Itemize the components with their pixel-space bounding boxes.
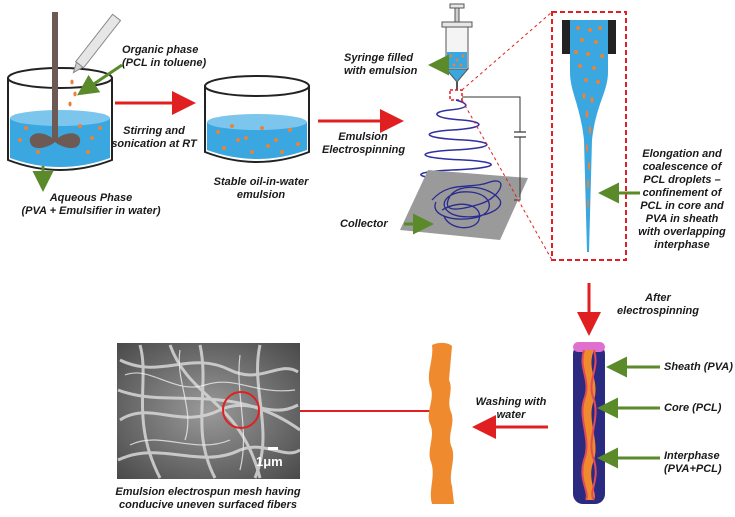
label-core: Core (PCL) bbox=[664, 402, 722, 414]
beaker-stable-emulsion bbox=[204, 75, 310, 163]
core-sheath-fiber bbox=[573, 342, 605, 504]
label-collector: Collector bbox=[340, 218, 388, 230]
beaker-aqueous-phase bbox=[7, 12, 122, 171]
washed-fiber bbox=[428, 342, 454, 504]
taylor-cone-zoom bbox=[551, 11, 627, 261]
sem-image bbox=[117, 343, 301, 479]
label-mesh-caption: Emulsion electrospun mesh having conduci… bbox=[115, 486, 301, 511]
label-aqueous-phase: Aqueous Phase (PVA + Emulsifier in water… bbox=[21, 192, 161, 217]
label-electrospinning: Emulsion Electrospinning bbox=[322, 131, 406, 156]
label-stable-emulsion: Stable oil-in-water emulsion bbox=[213, 176, 309, 201]
label-after-electrospinning: After electrospinning bbox=[617, 292, 699, 317]
electrospinning-setup bbox=[400, 3, 553, 261]
sem-scale-bar-label: 1μm bbox=[256, 454, 283, 469]
label-sheath: Sheath (PVA) bbox=[664, 361, 733, 373]
label-stirring: Stirring and sonication at RT bbox=[111, 125, 197, 150]
label-syringe: Syringe filled with emulsion bbox=[344, 52, 418, 77]
label-washing: Washing with water bbox=[475, 396, 547, 421]
label-organic-phase: Organic phase (PCL in toluene) bbox=[122, 44, 207, 69]
label-elongation: Elongation and coalescence of PCL drople… bbox=[638, 148, 726, 251]
label-interphase: Interphase (PVA+PCL) bbox=[664, 450, 722, 475]
pointer-arrows bbox=[32, 54, 660, 469]
